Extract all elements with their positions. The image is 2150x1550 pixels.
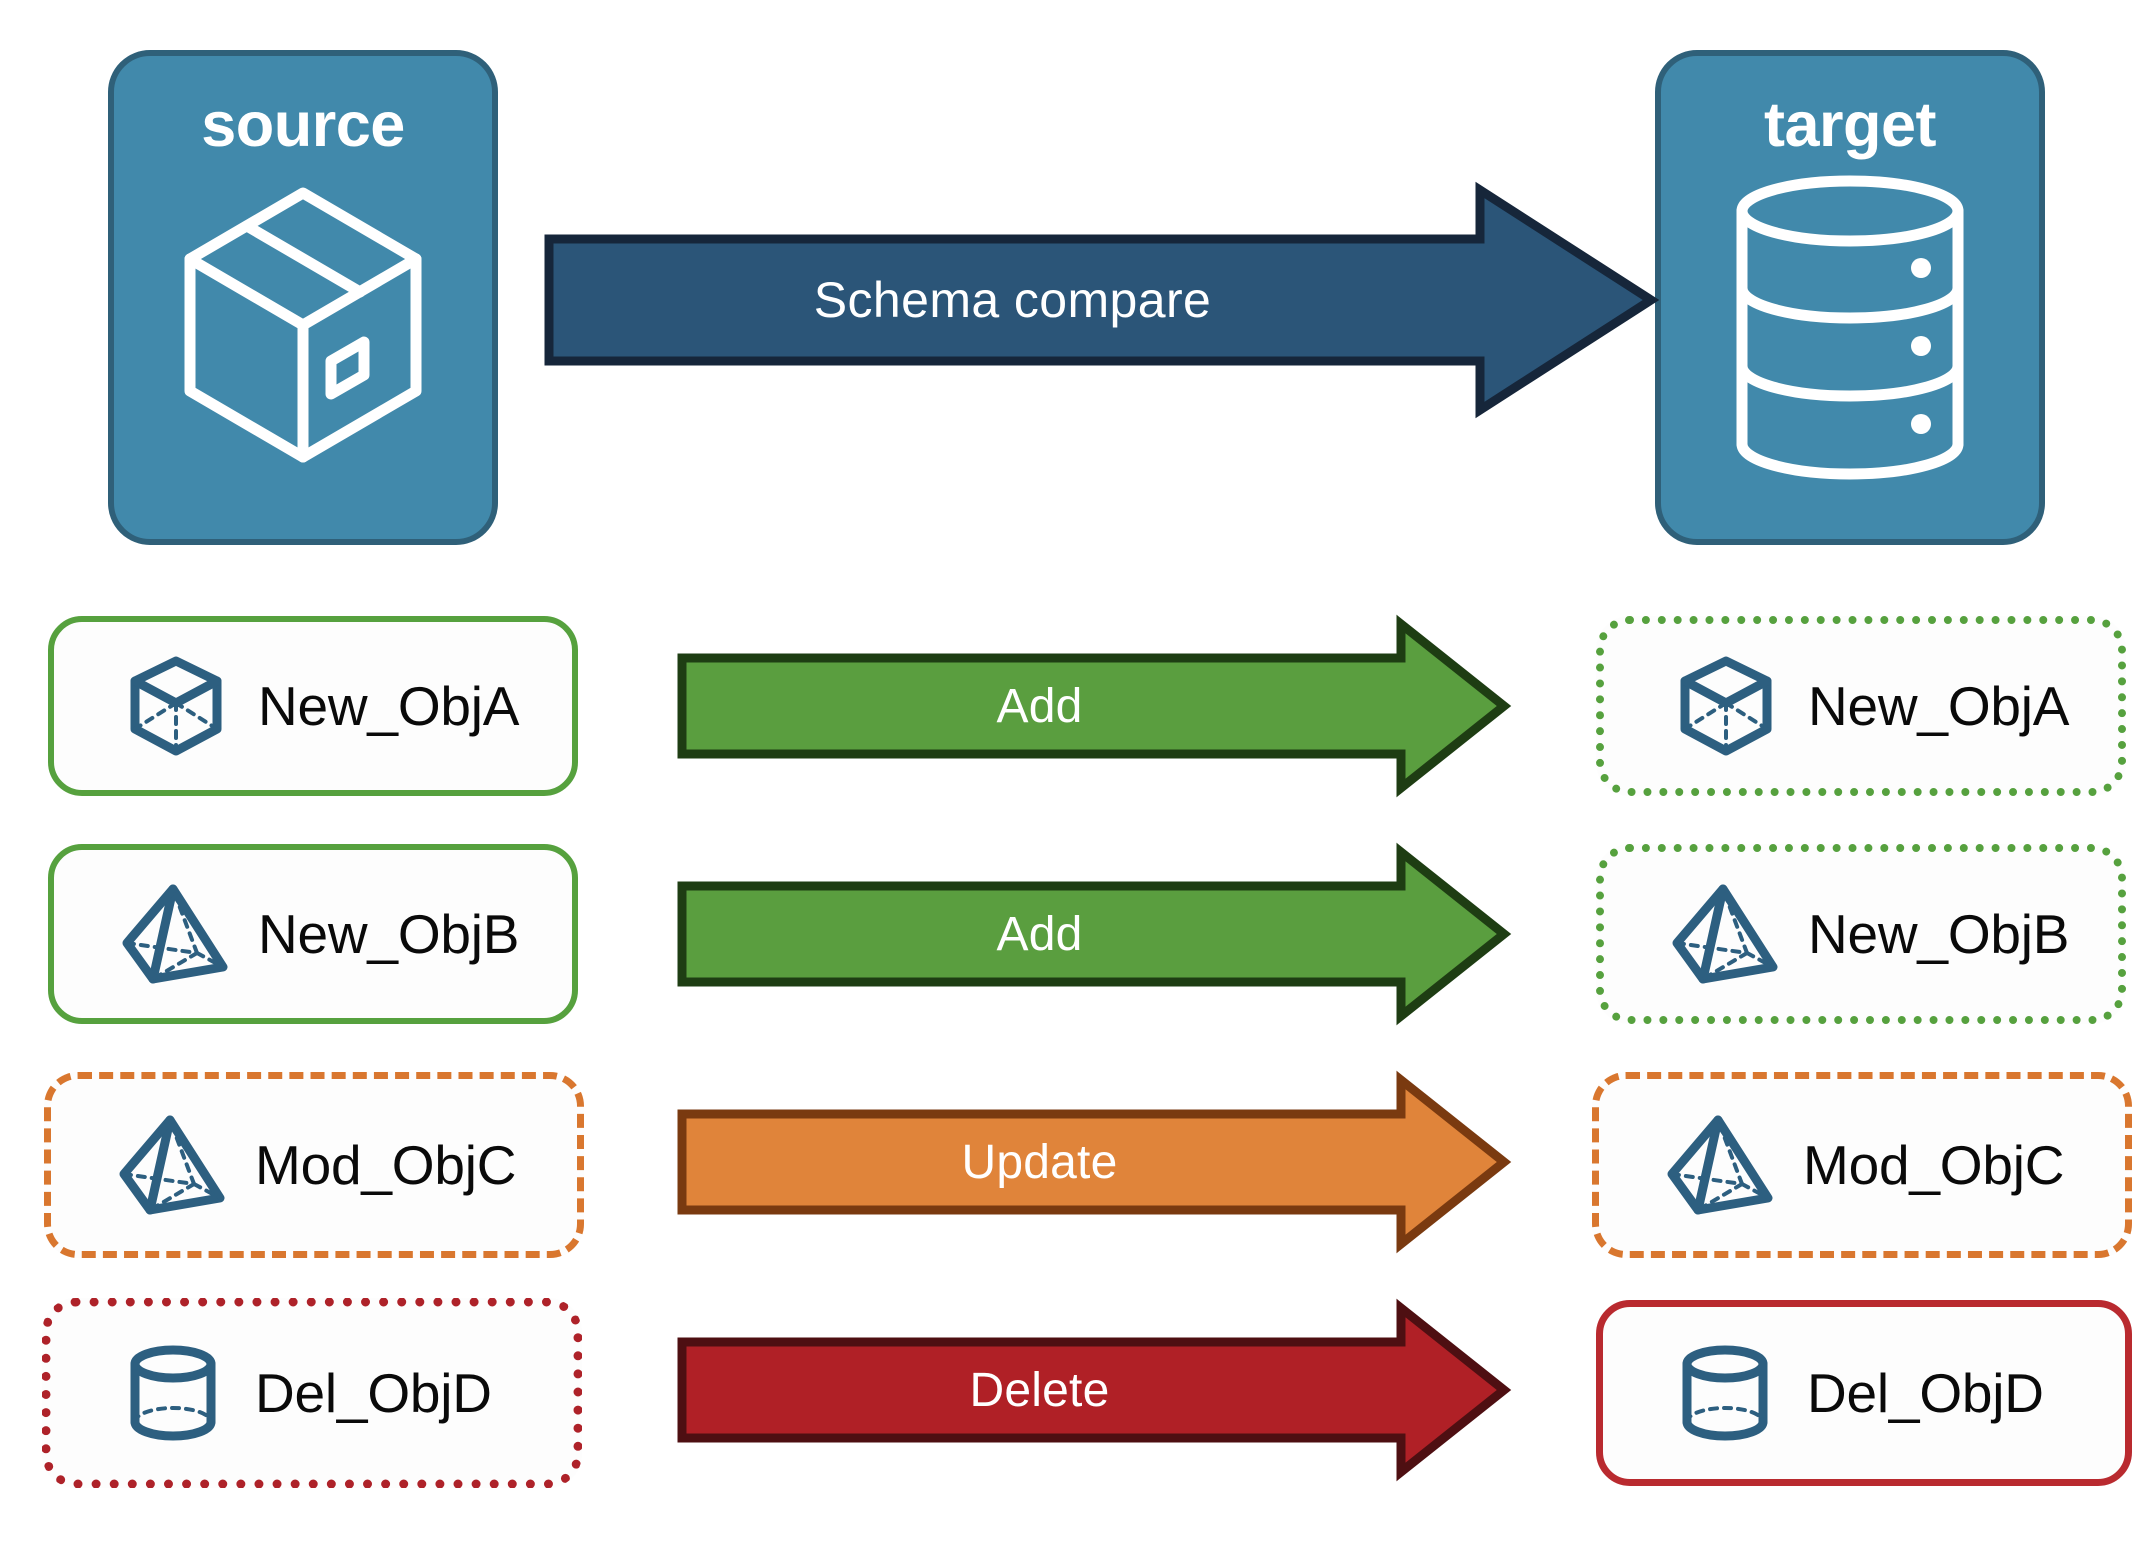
- target-object-label-2: Mod_ObjC: [1803, 1134, 2065, 1196]
- action-arrow-add-0: Add: [677, 614, 1512, 798]
- target-object-row-2[interactable]: Mod_ObjC: [1592, 1072, 2132, 1258]
- cylinder-wireframe-icon: [109, 1338, 237, 1448]
- pyramid-wireframe-icon: [109, 1110, 237, 1220]
- action-arrow-add-1: Add: [677, 842, 1512, 1026]
- target-object-label-0: New_ObjA: [1808, 675, 2070, 737]
- source-object-row-3[interactable]: Del_ObjD: [42, 1298, 582, 1488]
- pyramid-wireframe-icon: [112, 879, 240, 989]
- source-object-label-3: Del_ObjD: [255, 1362, 492, 1424]
- source-object-row-1[interactable]: New_ObjB: [48, 844, 578, 1024]
- source-object-label-1: New_ObjB: [258, 903, 520, 965]
- target-object-row-0[interactable]: New_ObjA: [1596, 616, 2126, 796]
- action-arrow-label-1: Add: [996, 907, 1083, 961]
- action-arrow-update-2: Update: [677, 1070, 1512, 1254]
- action-arrow-label-3: Delete: [969, 1363, 1110, 1417]
- source-object-row-0[interactable]: New_ObjA: [48, 616, 578, 796]
- schema-compare-arrow: Schema compare: [544, 181, 1660, 419]
- cylinder-wireframe-icon: [1661, 1338, 1789, 1448]
- source-object-label-2: Mod_ObjC: [255, 1134, 517, 1196]
- pyramid-wireframe-icon: [1662, 879, 1790, 989]
- source-panel: source: [108, 50, 498, 545]
- target-object-label-3: Del_ObjD: [1807, 1362, 2044, 1424]
- cube-wireframe-icon: [1662, 651, 1790, 761]
- action-arrow-delete-3: Delete: [677, 1298, 1512, 1482]
- target-object-label-1: New_ObjB: [1808, 903, 2070, 965]
- target-title: target: [1763, 90, 1937, 160]
- package-box-icon: [168, 175, 438, 475]
- cube-wireframe-icon: [112, 651, 240, 761]
- action-arrow-label-2: Update: [961, 1135, 1118, 1189]
- source-title: source: [201, 90, 405, 160]
- target-object-row-1[interactable]: New_ObjB: [1596, 844, 2126, 1024]
- target-panel: target: [1655, 50, 2045, 545]
- target-object-row-3[interactable]: Del_ObjD: [1596, 1300, 2132, 1486]
- source-object-row-2[interactable]: Mod_ObjC: [44, 1072, 584, 1258]
- pyramid-wireframe-icon: [1657, 1110, 1785, 1220]
- action-arrow-label-0: Add: [996, 679, 1083, 733]
- schema-compare-label: Schema compare: [813, 272, 1212, 328]
- source-object-label-0: New_ObjA: [258, 675, 520, 737]
- database-cylinder-icon: [1725, 175, 1975, 480]
